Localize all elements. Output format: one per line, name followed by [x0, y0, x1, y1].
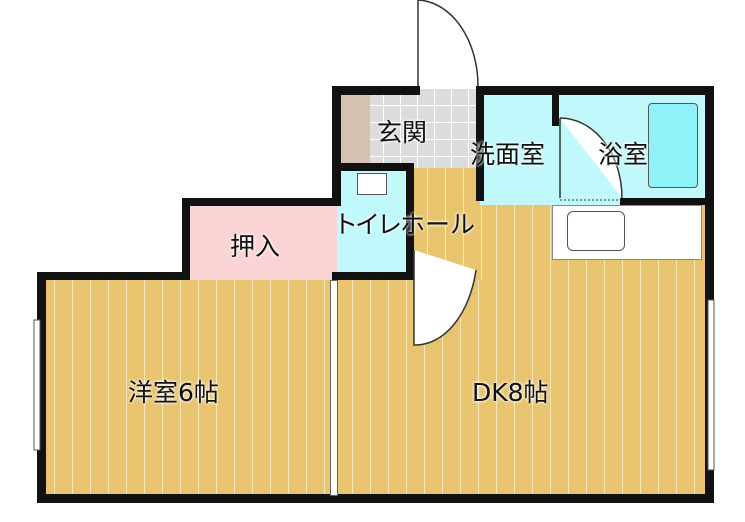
wall: [476, 86, 713, 95]
shoe-cabinet: [340, 95, 370, 165]
western-room-floor: [37, 272, 337, 502]
wall-partition: [330, 280, 338, 496]
washroom-floor: [480, 88, 560, 205]
label-closet: 押入: [230, 232, 281, 261]
wall: [332, 163, 414, 171]
label-washroom: 洗面室: [470, 140, 546, 169]
bathtub: [648, 103, 698, 188]
toilet-bowl-icon: [357, 173, 387, 195]
label-entrance: 玄関: [377, 118, 428, 147]
label-hall: ホール: [400, 210, 476, 239]
wall: [705, 86, 714, 502]
wall: [182, 198, 190, 280]
wall: [406, 163, 414, 280]
wall: [37, 494, 714, 503]
sink-icon: [567, 211, 625, 251]
wall: [620, 198, 714, 205]
wall: [37, 272, 189, 280]
bath-door-icon: [559, 117, 623, 199]
wall: [182, 198, 337, 206]
window-east: [707, 299, 715, 471]
closet-floor: [185, 200, 337, 280]
window-west: [33, 319, 41, 451]
label-bathroom: 浴室: [598, 140, 649, 169]
wall: [552, 86, 559, 126]
front-door-icon: [417, 0, 479, 87]
wall: [476, 86, 484, 201]
wall: [332, 86, 420, 95]
label-toilet: トイレ: [333, 210, 402, 239]
wall: [37, 272, 46, 502]
label-western-room: 洋室6帖: [128, 378, 219, 407]
wall: [332, 272, 414, 280]
wall: [332, 86, 341, 206]
label-dining-kitchen: DK8帖: [472, 378, 549, 407]
hall-door-icon: [413, 250, 477, 346]
